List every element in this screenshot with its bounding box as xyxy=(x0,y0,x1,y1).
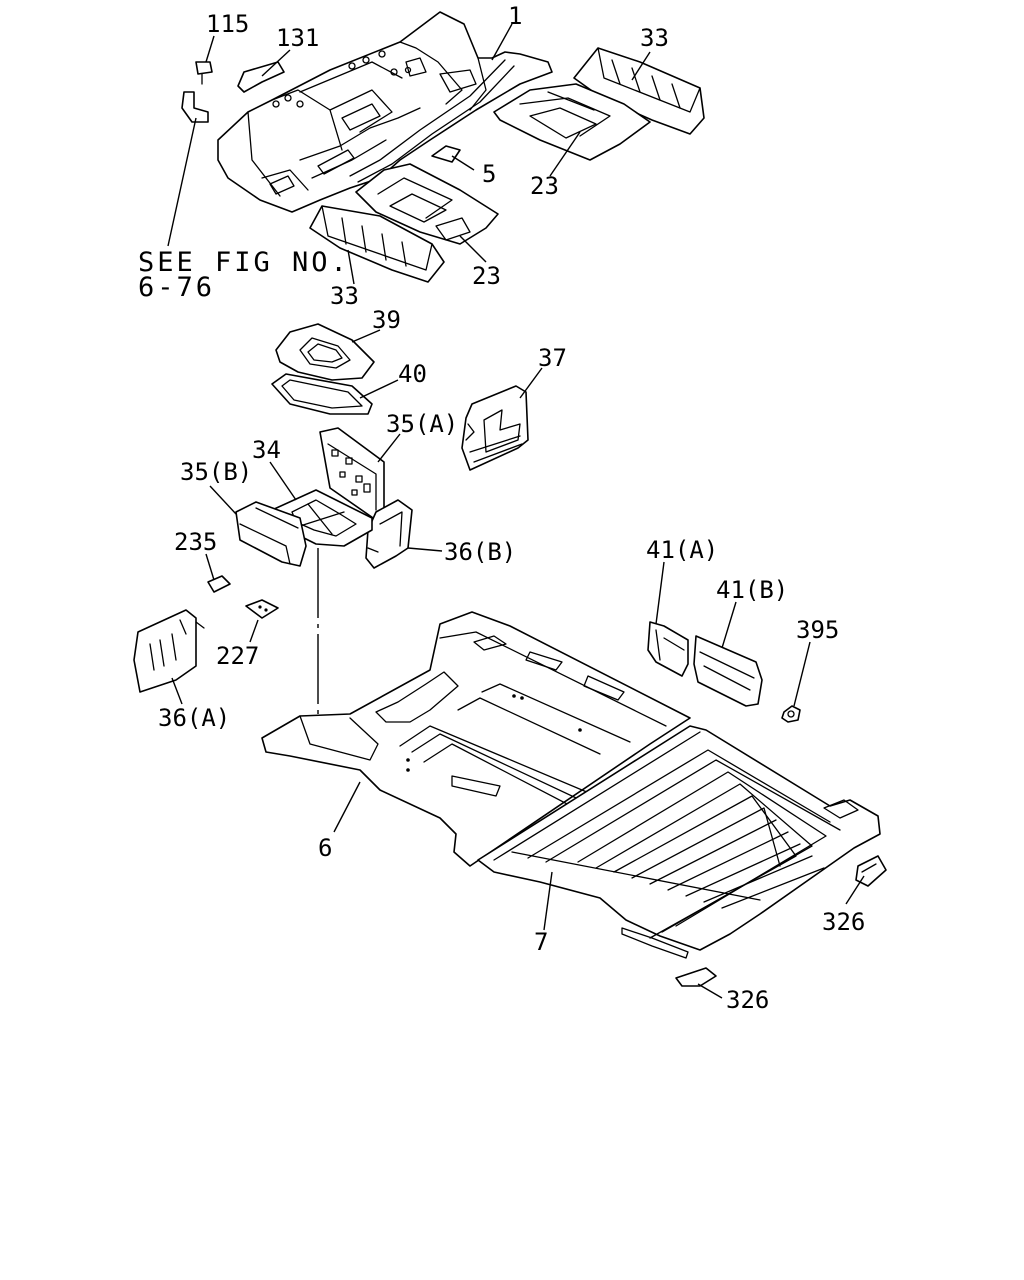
rear-floor-panel-6 xyxy=(261,611,691,867)
label-6: 6 xyxy=(318,834,332,862)
label-1: 1 xyxy=(508,2,522,30)
label-23-lower: 23 xyxy=(472,262,501,290)
clip-115 xyxy=(195,61,213,85)
label-7: 7 xyxy=(534,928,548,956)
label-227: 227 xyxy=(216,642,259,670)
side-bracket xyxy=(181,91,209,123)
label-41b: 41(B) xyxy=(716,576,788,604)
label-115: 115 xyxy=(206,10,249,38)
label-40: 40 xyxy=(398,360,427,388)
nut-395 xyxy=(781,705,801,723)
label-5: 5 xyxy=(482,160,496,188)
cover-39 xyxy=(275,323,375,381)
rear-floor-pan-lower xyxy=(355,163,499,245)
label-36b: 36(B) xyxy=(444,538,516,566)
bracket-41a xyxy=(647,621,689,677)
bracket-36b xyxy=(365,499,413,569)
bracket-41b xyxy=(693,635,763,707)
label-326-right: 326 xyxy=(822,908,865,936)
label-131: 131 xyxy=(276,24,319,52)
rear-floor-pan-upper xyxy=(493,83,651,161)
panel-35b xyxy=(235,501,307,567)
label-39: 39 xyxy=(372,306,401,334)
label-33-upper: 33 xyxy=(640,24,669,52)
patch-131 xyxy=(237,61,285,93)
see-fig-note: SEE FIG NO. xyxy=(138,247,350,278)
rear-floor-panel-7 xyxy=(477,725,881,959)
label-33-lower: 33 xyxy=(330,282,359,310)
see-fig-ref: 6-76 xyxy=(138,272,215,303)
label-36a: 36(A) xyxy=(158,704,230,732)
fastener-326-bottom xyxy=(675,967,717,987)
gasket-40 xyxy=(271,373,373,415)
label-35b: 35(B) xyxy=(180,458,252,486)
plate-227 xyxy=(245,599,279,619)
clip-235 xyxy=(207,575,231,593)
fastener-326-right xyxy=(855,855,887,887)
label-326-bottom: 326 xyxy=(726,986,769,1014)
label-35a: 35(A) xyxy=(386,410,458,438)
bracket-37 xyxy=(461,385,529,471)
label-41a: 41(A) xyxy=(646,536,718,564)
label-23-upper: 23 xyxy=(530,172,559,200)
bracket-36a xyxy=(133,609,205,693)
label-235: 235 xyxy=(174,528,217,556)
label-37: 37 xyxy=(538,344,567,372)
label-34: 34 xyxy=(252,436,281,464)
label-395: 395 xyxy=(796,616,839,644)
leader-lines xyxy=(167,23,865,999)
patch-5 xyxy=(431,145,461,163)
rear-cross-member-lower xyxy=(309,205,445,283)
front-floor-panel xyxy=(217,11,553,213)
